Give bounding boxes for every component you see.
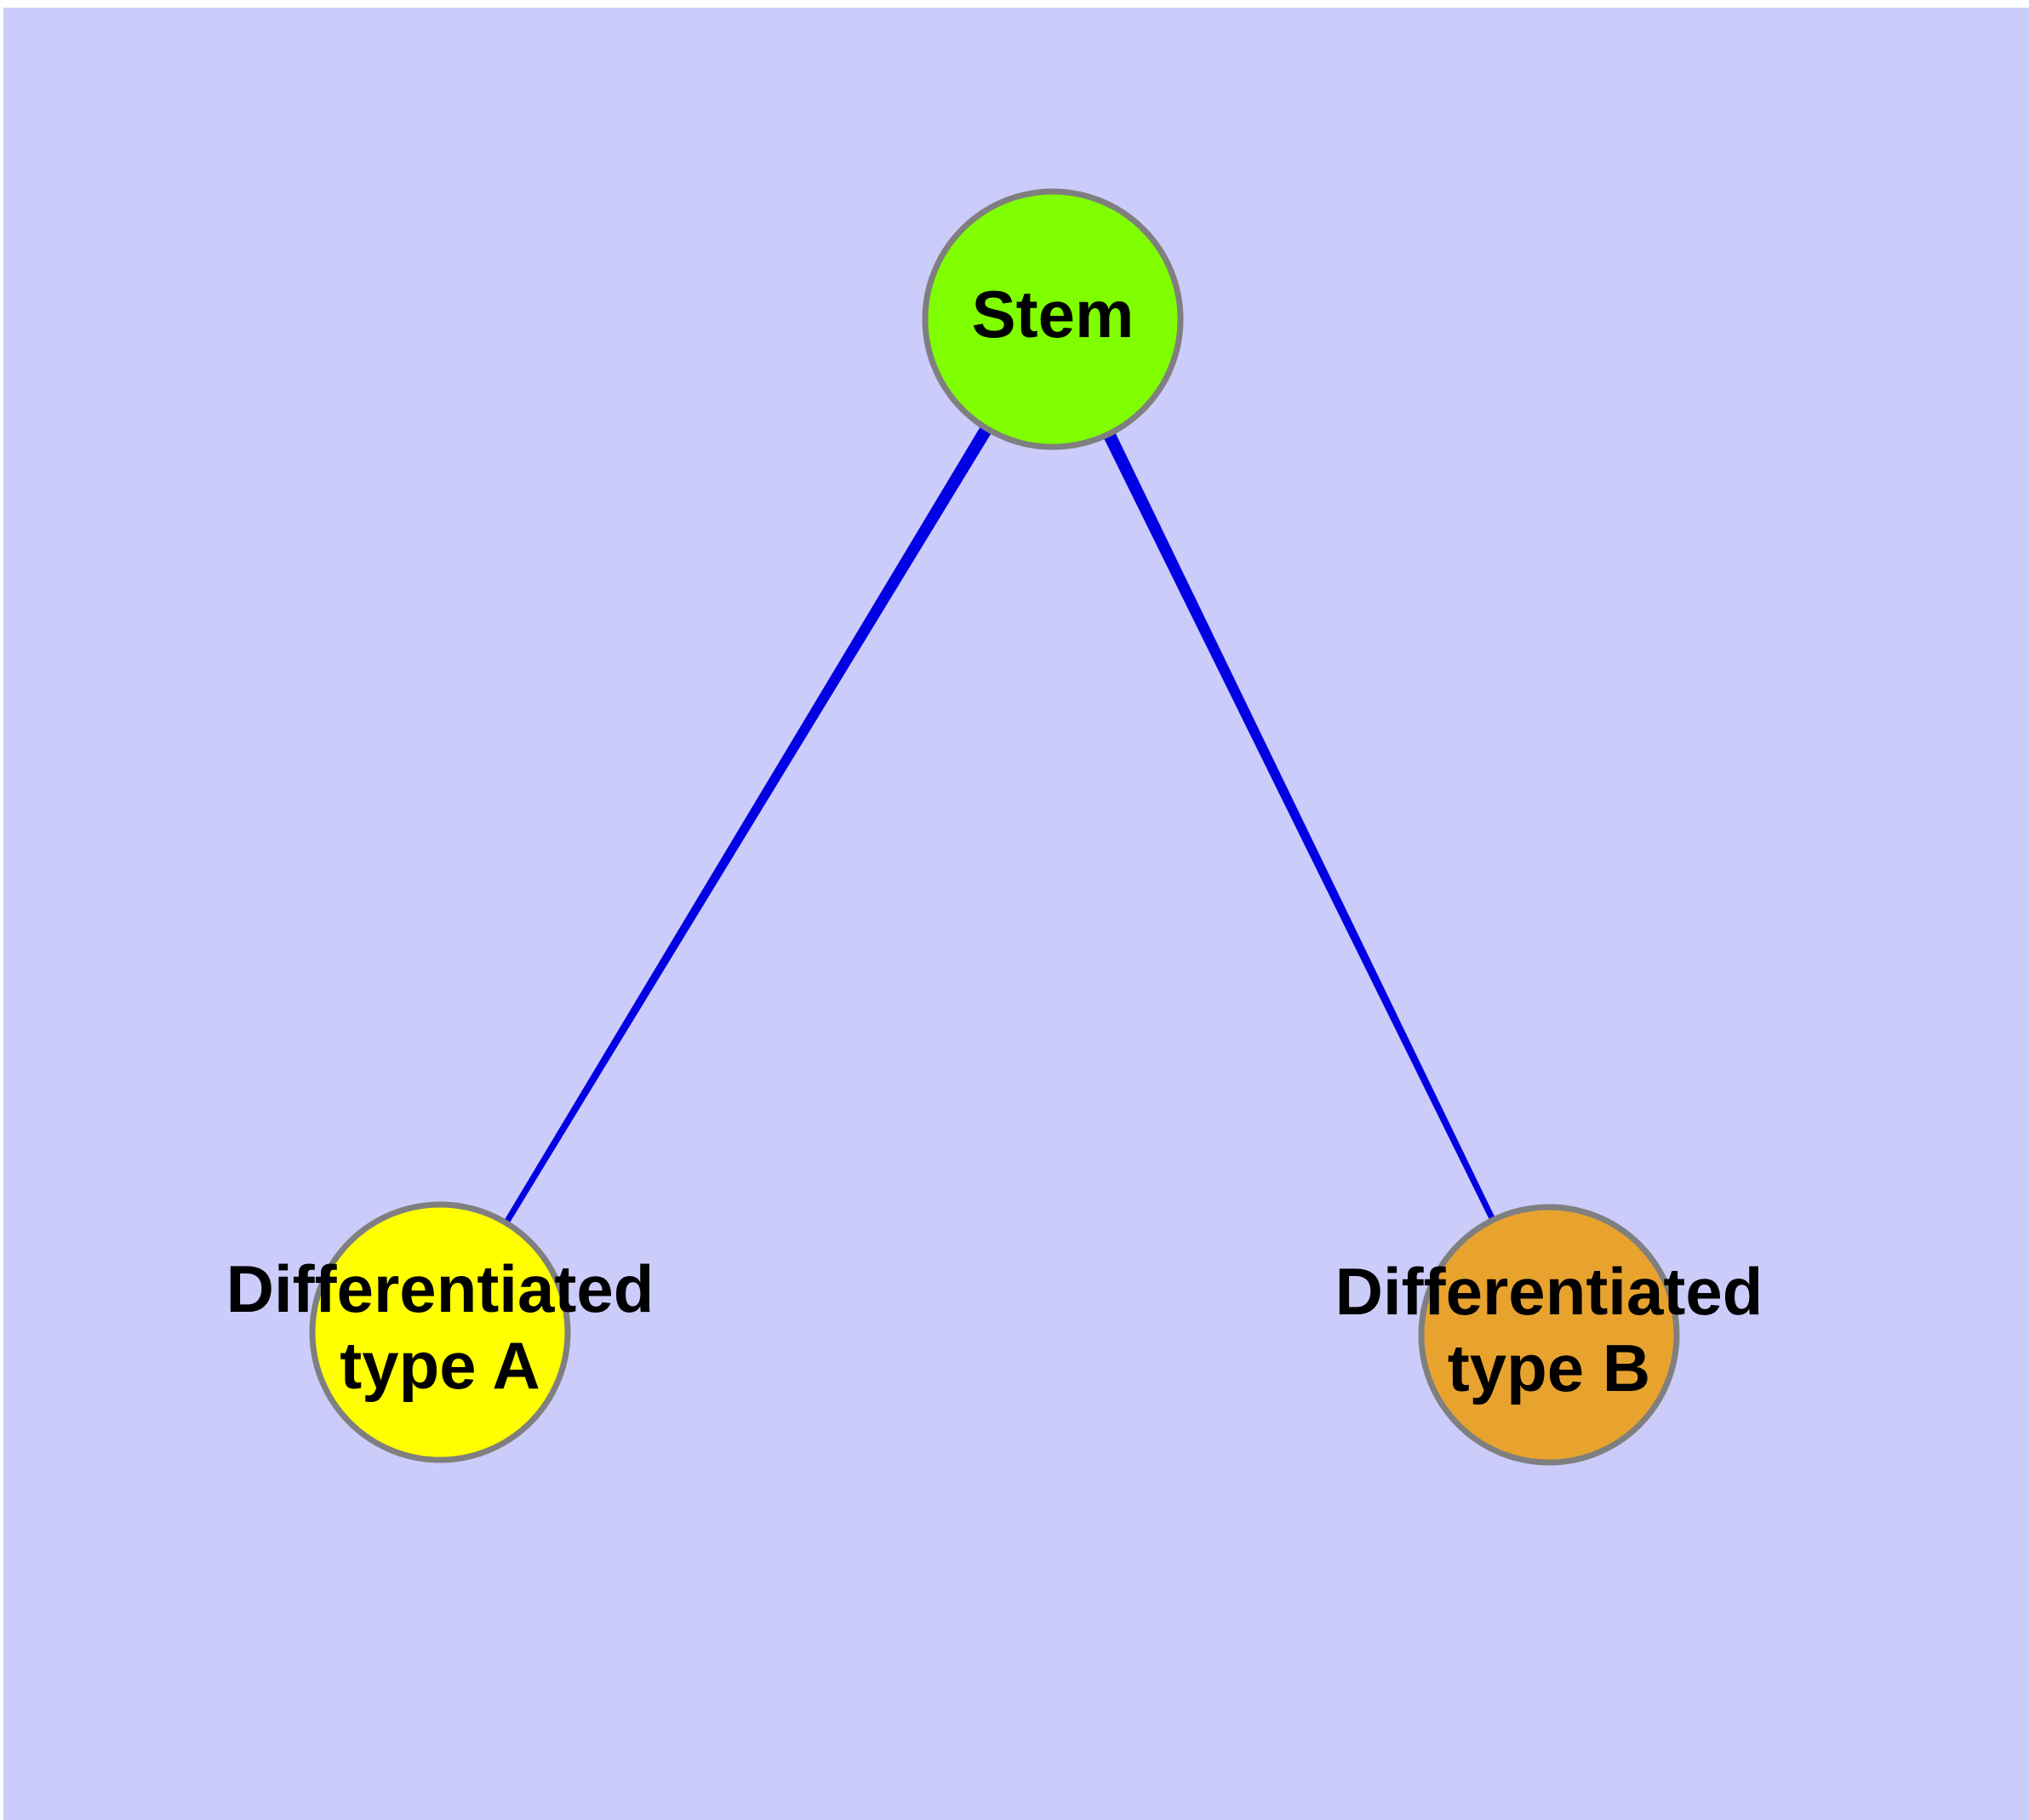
node-layer [309,188,1680,1466]
edge-stem-to-differentiated-type-b[interactable] [1101,427,1498,1225]
node-circle-differentiated-type-b[interactable] [1418,1204,1680,1466]
node-label-line: Differentiated [1335,1253,1763,1328]
node-label-line: type A [340,1328,540,1403]
node-label-stem: Stem [972,277,1135,352]
edge-stem-to-differentiated-type-a[interactable] [501,422,994,1228]
node-differentiated-type-b[interactable] [1418,1204,1680,1466]
node-circle-differentiated-type-a[interactable] [309,1201,571,1463]
node-differentiated-type-a[interactable] [309,1201,571,1463]
node-stem[interactable] [922,188,1184,450]
node-label-line: Differentiated [226,1251,654,1325]
edge-layer [501,422,1498,1228]
node-label-line: Stem [972,277,1135,352]
node-label-line: type B [1448,1331,1650,1405]
node-circle-stem[interactable] [922,188,1184,450]
